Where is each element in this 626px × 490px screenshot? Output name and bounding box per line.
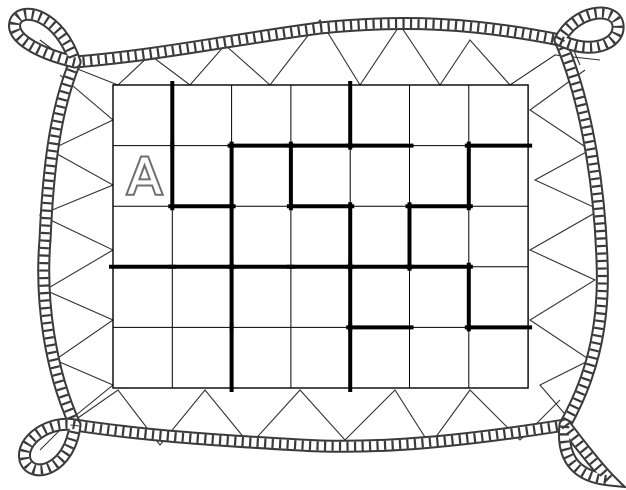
rope-left-inner [44, 62, 75, 425]
rope-top-inner [75, 24, 560, 62]
grid-border [113, 85, 528, 388]
cell-label: A [128, 148, 162, 206]
cell-labels: A [128, 148, 162, 206]
puzzle-grid [113, 85, 528, 388]
